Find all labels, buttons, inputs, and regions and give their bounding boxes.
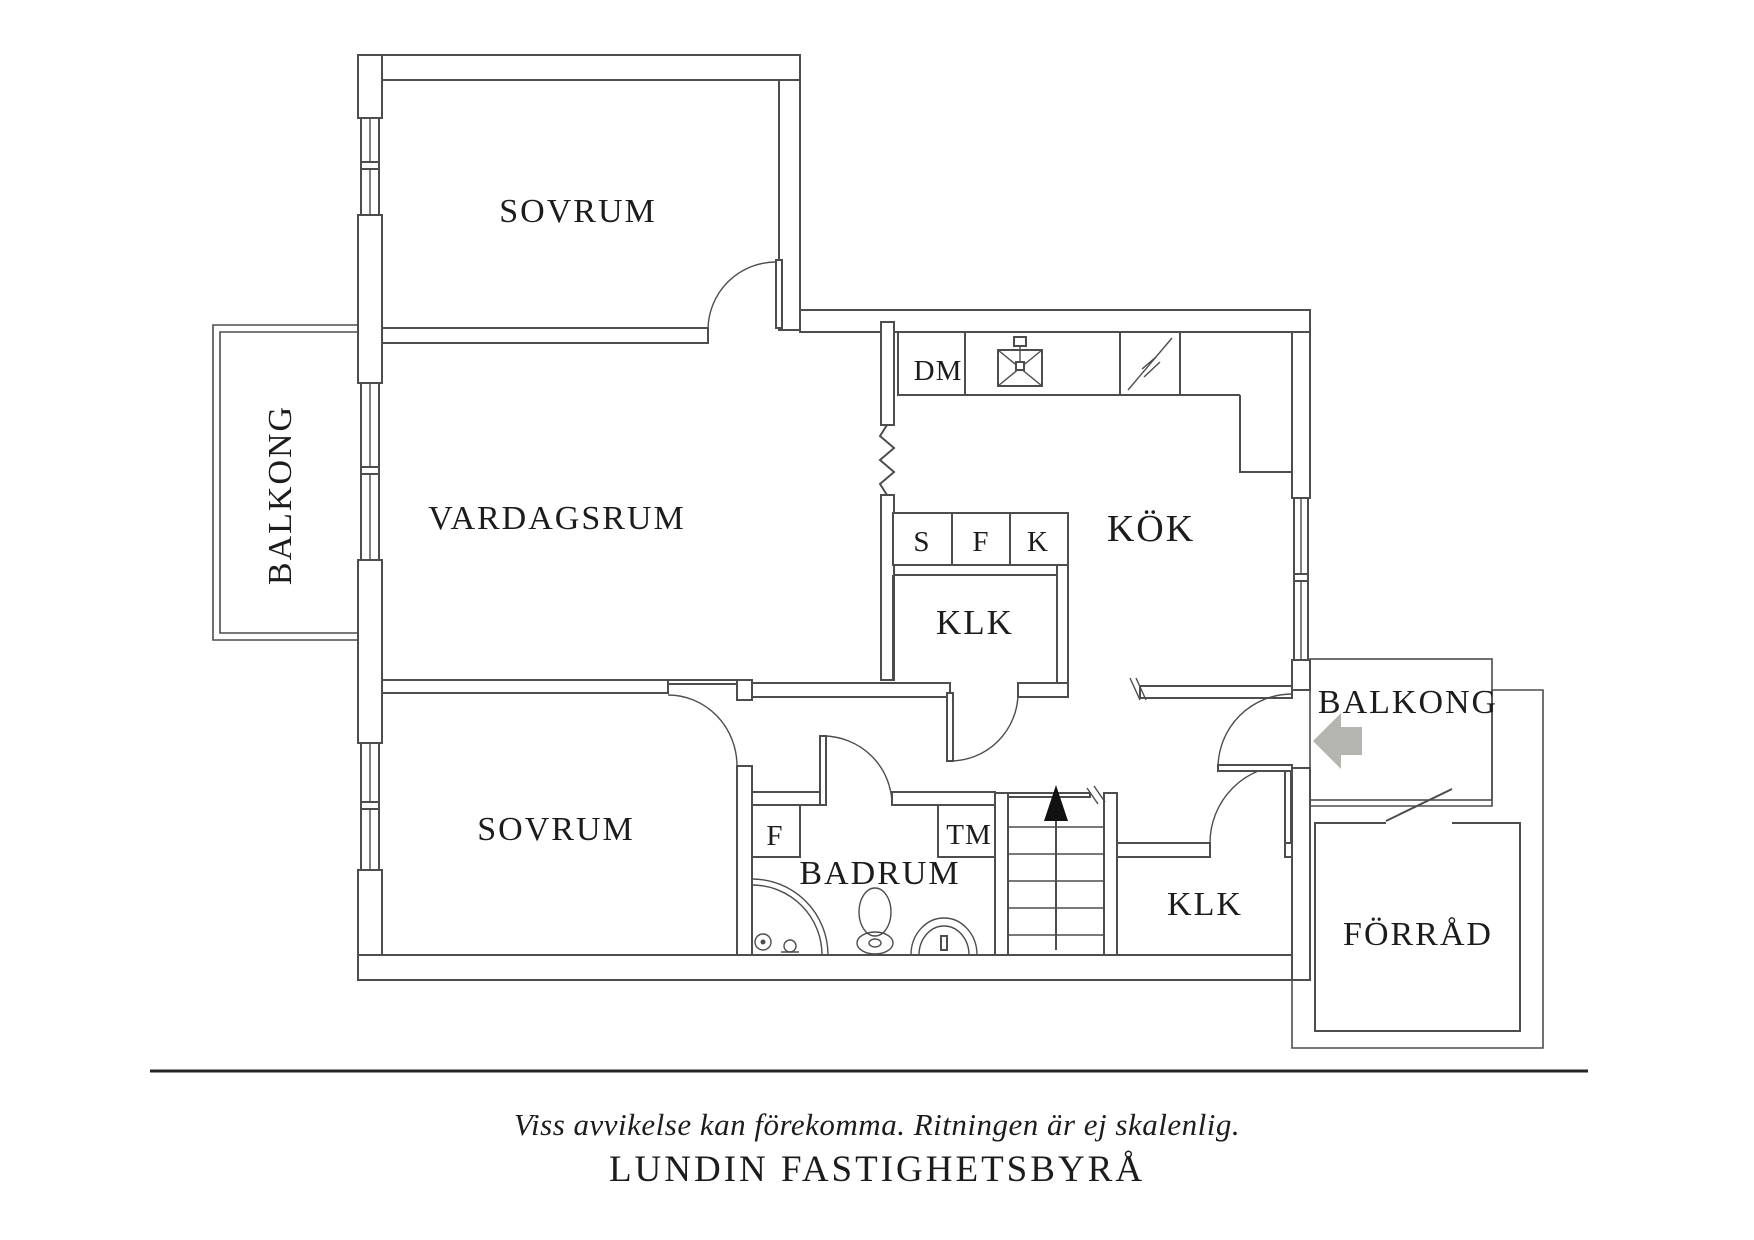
door-bathroom <box>819 735 893 806</box>
exterior-walls <box>357 54 1311 981</box>
storage-door-leaf <box>1385 788 1453 822</box>
staircase-up-arrow <box>1044 785 1068 950</box>
cabinet-f <box>951 512 1011 566</box>
kitchen-fittings <box>892 331 1292 566</box>
room-labels: SOVRUM VARDAGSRUM SOVRUM KÖK KLK KLK BAD… <box>262 193 1498 953</box>
cabinet-row <box>892 512 1069 566</box>
label-living-room: VARDAGSRUM <box>428 500 685 537</box>
door-closet-lower <box>1209 764 1292 844</box>
dishwasher-box <box>897 331 966 396</box>
washbasin-icon <box>910 917 978 956</box>
kitchen-opening-zigzag <box>878 424 896 496</box>
cabinet-k <box>1009 512 1069 566</box>
stair-break-mark <box>1086 785 1106 805</box>
label-closet-lower: KLK <box>1167 886 1243 923</box>
footer-brand: LUNDIN FASTIGHETSBYRÅ <box>609 1149 1145 1190</box>
bathroom-fittings <box>751 804 996 956</box>
window-bedroom-top <box>360 117 380 216</box>
label-bathroom-cabinet: F <box>766 820 783 852</box>
label-bedroom-bottom: SOVRUM <box>477 811 634 848</box>
bathroom-cabinet-box <box>751 804 801 858</box>
label-bathroom: BADRUM <box>799 855 960 892</box>
label-freezer: F <box>972 526 989 558</box>
interior-walls <box>381 321 1293 956</box>
label-pantry: S <box>913 526 930 558</box>
label-dishwasher: DM <box>914 355 963 387</box>
label-balcony-left: BALKONG <box>262 405 299 585</box>
door-entrance <box>1217 693 1293 772</box>
footer-disclaimer: Viss avvikelse kan förekomma. Ritningen … <box>514 1107 1240 1142</box>
kitchen-sink-icon <box>997 336 1043 387</box>
label-closet-upper: KLK <box>936 603 1014 642</box>
label-bedroom-top: SOVRUM <box>499 193 656 230</box>
windows <box>360 117 1309 871</box>
label-washing-machine: TM <box>946 819 992 851</box>
window-living-room <box>360 382 380 561</box>
footer: Viss avvikelse kan förekomma. Ritningen … <box>150 1069 1588 1190</box>
door-hall-vardagsrum <box>667 694 738 767</box>
balcony-left-structure <box>212 324 358 641</box>
stove-icon <box>1127 337 1173 391</box>
storage-structure <box>1291 689 1544 1049</box>
window-bedroom-bottom <box>360 742 380 871</box>
window-kitchen <box>1293 497 1309 661</box>
toilet-icon <box>856 887 894 955</box>
door-bedroom-top <box>707 259 783 331</box>
label-kitchen: KÖK <box>1107 508 1195 550</box>
door-closet-upper <box>946 692 1019 762</box>
staircase <box>1008 785 1104 950</box>
label-fridge: K <box>1027 526 1049 558</box>
entry-direction-arrow <box>1313 713 1362 769</box>
shower-icon <box>751 878 829 956</box>
doors <box>667 259 1293 844</box>
counter-and-shaft <box>1180 394 1292 473</box>
wall-break-mark <box>1129 677 1147 701</box>
washing-machine-box <box>937 804 996 858</box>
label-balcony-right: BALKONG <box>1318 684 1498 721</box>
label-storage: FÖRRÅD <box>1343 916 1493 953</box>
